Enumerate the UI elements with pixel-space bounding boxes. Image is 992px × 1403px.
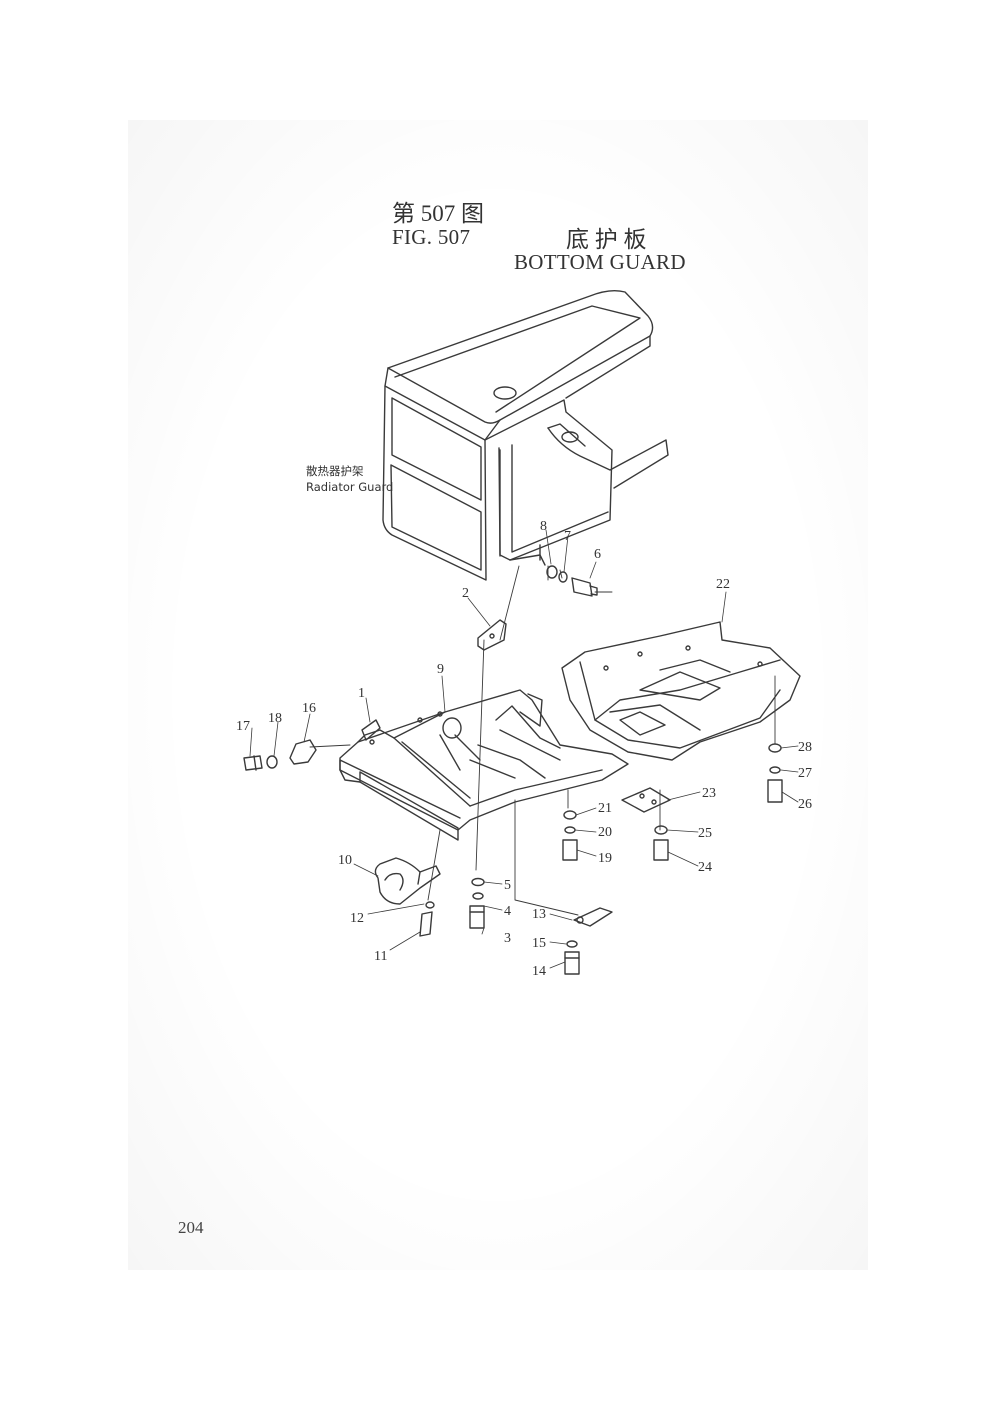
callout-19: 19 (598, 851, 612, 866)
part-16-17-18 (243, 739, 317, 771)
callout-12: 12 (350, 911, 364, 926)
callout-24: 24 (698, 860, 712, 875)
bolt-24-assembly (653, 825, 669, 861)
callout-22: 22 (716, 577, 730, 592)
radiator-guard-label-cn: 散热器护架 (306, 464, 364, 478)
callout-6: 6 (594, 547, 601, 562)
callout-4: 4 (504, 904, 511, 919)
callout-20: 20 (598, 825, 612, 840)
bar-part-1 (361, 719, 381, 741)
exploded-view-leader-lines (309, 565, 776, 916)
callout-5: 5 (504, 878, 511, 893)
callout-14: 14 (532, 964, 546, 979)
page-number: 204 (178, 1218, 204, 1237)
callout-21: 21 (598, 801, 612, 816)
callout-numbers: 1 2 3 4 5 6 7 8 9 10 11 12 13 14 15 16 1… (236, 519, 812, 979)
figure-name-en: BOTTOM GUARD (514, 250, 686, 274)
bracket-part-13-assembly (564, 907, 613, 975)
callout-25: 25 (698, 826, 712, 841)
rear-guard-part-22 (561, 621, 801, 761)
figure-name-cn: 底 护 板 (566, 227, 647, 252)
part-10-tow-bracket (374, 857, 441, 905)
callout-27: 27 (798, 766, 812, 781)
bolt-26-assembly (767, 743, 783, 803)
callout-16: 16 (302, 701, 316, 716)
figure-number-cn: 第 507 图 (392, 201, 484, 226)
bolt-6-assembly (546, 565, 598, 597)
callout-9: 9 (437, 662, 444, 677)
callout-28: 28 (798, 740, 812, 755)
callout-1: 1 (358, 686, 365, 701)
callout-13: 13 (532, 907, 546, 922)
callout-11: 11 (374, 949, 387, 964)
callout-18: 18 (268, 711, 282, 726)
callout-23: 23 (702, 786, 716, 801)
bracket-part-2 (477, 619, 507, 651)
radiator-guard-drawing (382, 289, 669, 581)
figure-title-cn: 第 507 图 底 护 板 (0, 168, 992, 252)
callout-17: 17 (236, 719, 250, 734)
callout-8: 8 (540, 519, 547, 534)
callout-3: 3 (504, 931, 511, 946)
callout-7: 7 (564, 529, 571, 544)
radiator-guard-label-en: Radiator Guard (306, 480, 393, 494)
callout-15: 15 (532, 936, 546, 951)
bolt-19-assembly (562, 810, 578, 861)
figure-number-en: FIG. 507 (392, 225, 471, 249)
plate-part-23 (621, 787, 671, 813)
callout-10: 10 (338, 853, 352, 868)
bottom-guard-part-9 (339, 689, 629, 841)
callout-26: 26 (798, 797, 812, 812)
callout-2: 2 (462, 586, 469, 601)
bolt-3-assembly (469, 877, 485, 929)
callout-leaders (249, 529, 799, 969)
bolt-11-assembly (419, 901, 435, 937)
figure-title-en: FIG. 507 BOTTOM GUARD (0, 200, 992, 275)
